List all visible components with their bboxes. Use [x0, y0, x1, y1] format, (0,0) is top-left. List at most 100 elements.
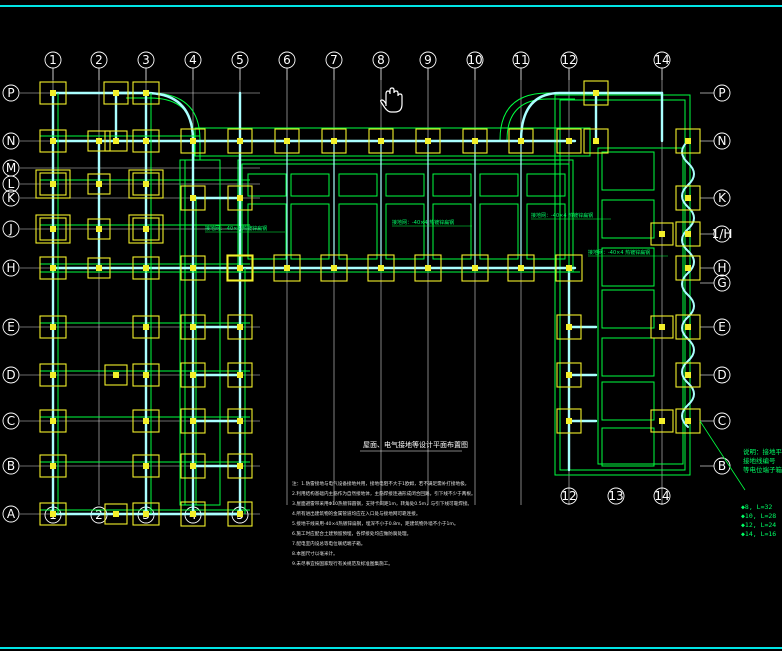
conductor-arc-left — [114, 91, 195, 162]
roof-panel-upper-3 — [385, 173, 425, 197]
grid-bubble-right-E-text: E — [718, 320, 726, 334]
grid-bubble-top-6-text: 6 — [283, 53, 291, 67]
grid-bubble-left-H-circle — [2, 259, 20, 277]
grid-bubble-top-11: 11 — [512, 51, 530, 69]
grid-bubble-right-P: P — [713, 84, 731, 102]
pad-688-K — [675, 185, 701, 211]
note-line-5: 6.施工时应配合土建预留预埋，各焊接处均应做防腐处理。 — [292, 530, 411, 537]
grid-bubble-bottom-12-text: 12 — [561, 489, 576, 503]
grid-bubble-top-7: 7 — [325, 51, 343, 69]
pad-475-H — [461, 254, 489, 282]
hand-cursor-path — [380, 87, 403, 113]
pad-116-P — [103, 81, 129, 105]
pad-688-D — [675, 362, 701, 388]
grid-bubble-left-E-circle — [2, 318, 20, 336]
grid-bubble-top-5-text: 5 — [236, 53, 244, 67]
pad-662-1H — [650, 222, 674, 246]
pad-287-H — [273, 254, 301, 282]
east-wing-room-3 — [601, 289, 655, 329]
grid-bubble-left-P-circle — [2, 84, 20, 102]
grid-bubble-left-P: P — [2, 84, 20, 102]
pad-99-N-dot — [96, 138, 102, 144]
grid-bubble-left-H: H — [2, 259, 20, 277]
grid-bubble-bottom-13: 13 — [607, 487, 625, 505]
grid-bubble-bottom-14-text: 14 — [654, 489, 669, 503]
pad-116-N-dot — [113, 138, 119, 144]
pad-53-A — [39, 502, 67, 526]
pad-688-K-dot — [685, 195, 691, 201]
pad-688-1/H — [675, 221, 701, 247]
pad-381-H — [367, 254, 395, 282]
grid-bubble-left-M: M — [2, 159, 20, 177]
pad-116-A — [104, 503, 128, 525]
note-line-4: 5.接地干线采用-40×4热镀锌扁钢，埋深不小于0.8m，距建筑物外墙不小于1m… — [292, 520, 458, 527]
pad-521-N — [508, 128, 534, 154]
pad-193-C-dot — [190, 418, 196, 424]
grid-bubble-top-11-text: 11 — [513, 53, 528, 67]
legend-item-2: ◆12, L=24 — [741, 521, 776, 529]
pad-193-A — [180, 501, 206, 527]
pad-428-N — [415, 128, 441, 154]
pad-240-K-dot — [237, 195, 243, 201]
east-wing-room-5 — [601, 381, 655, 421]
arc-right-outer — [499, 92, 575, 141]
pad-596-P — [583, 80, 609, 106]
pad-240-B — [227, 453, 253, 479]
east-wing-room-0 — [601, 151, 655, 191]
grid-bubble-right-G: G — [713, 274, 731, 292]
pad-569-E — [556, 314, 582, 340]
grid-bubble-left-B-circle — [2, 457, 20, 475]
pad-240-B-dot — [237, 463, 243, 469]
pad-146-A — [132, 502, 160, 526]
pad-240-N-dot — [237, 138, 243, 144]
grid-bubble-top-4-text: 4 — [189, 53, 197, 67]
pad-569-H-dot — [566, 265, 572, 271]
pad-146-H-dot — [143, 265, 149, 271]
grid-bubble-top-12-text: 12 — [561, 53, 576, 67]
grid-bubble-bottom-12: 12 — [560, 487, 578, 505]
grid-bubble-bottom-14-circle — [653, 487, 671, 505]
grid-bubble-left-C-text: C — [7, 414, 15, 428]
pad-688-1/H-dot — [685, 231, 691, 237]
pad-116-D-dot — [113, 372, 119, 378]
grid-bubble-bottom-13-text: 13 — [608, 489, 623, 503]
pad-334-N — [321, 128, 347, 154]
pad-240-D — [227, 362, 253, 388]
roof-panel-upper-5 — [479, 173, 519, 197]
hand-cursor-icon — [380, 87, 403, 113]
pad-193-K — [180, 185, 206, 211]
grid-bubble-left-D-text: D — [6, 368, 15, 382]
pad-116-D — [104, 364, 128, 386]
grid-bubble-top-10-text: 10 — [467, 53, 482, 67]
grid-bubble-left-J: J — [2, 220, 20, 238]
pad-53-D-dot — [50, 372, 56, 378]
grid-bubble-right-N-text: N — [718, 134, 727, 148]
grid-bubble-left-P-text: P — [7, 86, 14, 100]
pad-99-L — [87, 173, 111, 195]
grid-bubble-left-D: D — [2, 366, 20, 384]
pad-662-1H-dot — [659, 231, 665, 237]
note-line-1: 2.利用结构基础内主筋作为自然接地体，主筋焊接连通形成闭合回路，引下线不少于两根… — [292, 490, 476, 497]
grid-bubble-left-A: A — [2, 505, 20, 523]
grid-bubble-left-H-text: H — [6, 261, 15, 275]
pad-569-D — [556, 362, 582, 388]
pad-662-C — [650, 409, 674, 433]
pad-240-C — [227, 408, 253, 434]
east-wing-room-4 — [601, 337, 655, 377]
pad-240-E — [227, 314, 253, 340]
east-wing-room-6 — [601, 427, 655, 467]
pad-428-N-dot — [425, 138, 431, 144]
grid-bubble-top-10: 10 — [466, 51, 484, 69]
grid-bubble-left-L-circle — [2, 175, 20, 193]
pad-662-C-dot — [659, 418, 665, 424]
note-line-6: 7.配电室内设总等电位联结端子箱。 — [292, 540, 365, 547]
pad-146-E-dot — [143, 324, 149, 330]
pad-146-P — [132, 81, 160, 105]
grid-bubble-left-C: C — [2, 412, 20, 430]
pad-688-N — [675, 128, 701, 154]
pad-688-E-dot — [685, 324, 691, 330]
pad-381-H-dot — [378, 265, 384, 271]
pad-240-A — [227, 501, 253, 527]
pad-146b-J-dot — [143, 226, 149, 232]
